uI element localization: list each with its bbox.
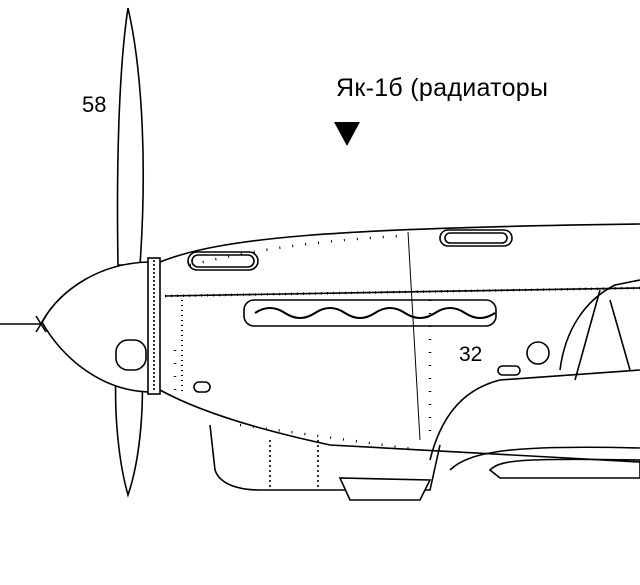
callout-32: 32: [459, 343, 483, 366]
rivet-rows: [173, 234, 432, 452]
spinner-tip: [35, 315, 47, 333]
triangle-down-icon: [334, 122, 360, 146]
port-circle: [526, 341, 550, 365]
fuselage-top: [159, 223, 640, 263]
propeller-upper-blade: [116, 7, 145, 266]
fuselage-bottom: [159, 389, 640, 463]
lower-radiator: [209, 424, 441, 491]
aircraft-title: Як-1б (радиаторы: [336, 74, 549, 102]
spinner: [41, 261, 153, 393]
callout-58: 58: [82, 92, 107, 117]
exhaust-panel: [243, 299, 497, 327]
intake-oval-1: [187, 251, 259, 271]
prop-hub: [115, 339, 147, 371]
intake-oval-2: [439, 229, 513, 247]
